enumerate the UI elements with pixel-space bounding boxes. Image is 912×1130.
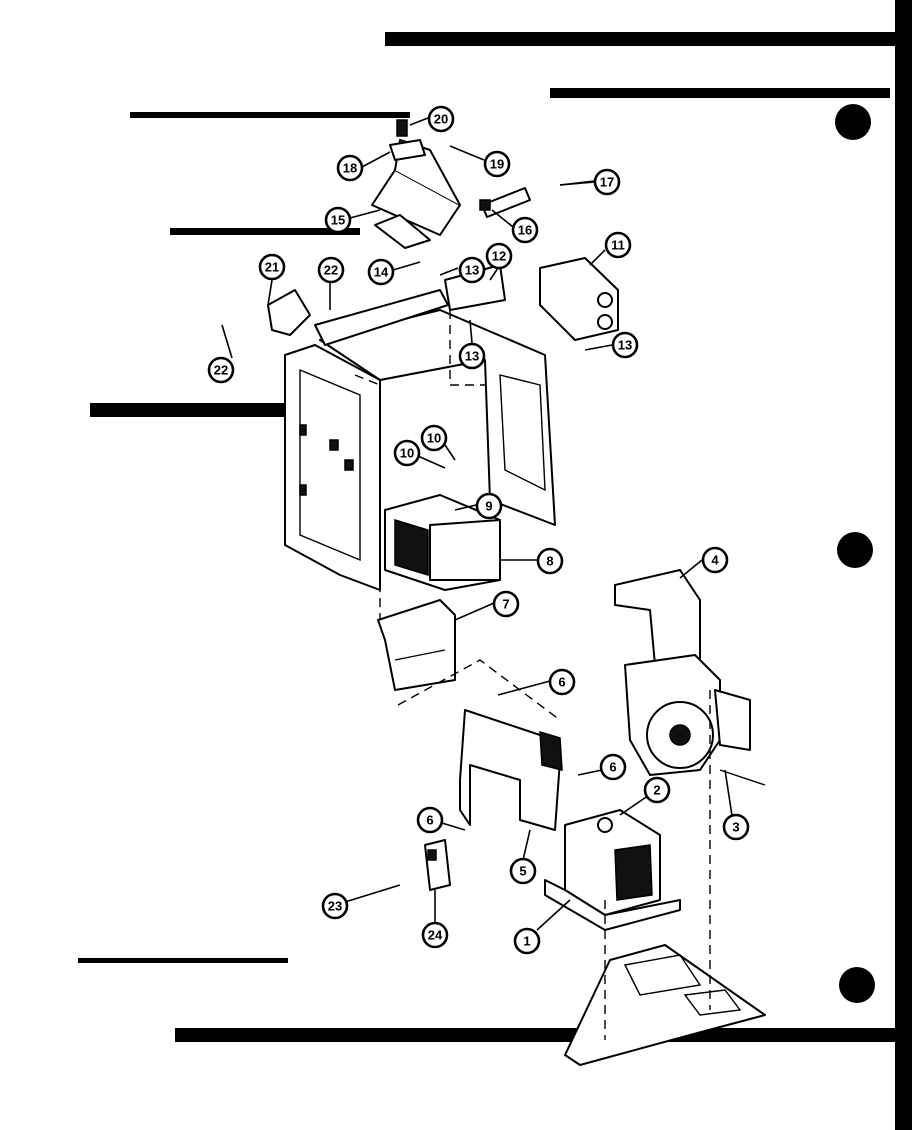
callout-6-low: 6: [416, 806, 444, 834]
svg-text:23: 23: [328, 899, 342, 914]
svg-text:6: 6: [609, 760, 616, 775]
transformer: [544, 809, 681, 931]
callout-1: 1: [513, 927, 541, 955]
callout-18: 18: [336, 154, 364, 182]
callout-24: 24: [421, 921, 449, 949]
callout-11: 11: [604, 231, 632, 259]
svg-text:12: 12: [492, 249, 506, 264]
fan-motor: [384, 494, 501, 591]
svg-text:24: 24: [428, 928, 443, 943]
svg-text:1: 1: [523, 934, 530, 949]
callout-2: 2: [643, 776, 671, 804]
leader-lines: [221, 117, 734, 931]
callout-15: 15: [324, 206, 352, 234]
callout-21: 21: [258, 253, 286, 281]
svg-text:3: 3: [732, 820, 739, 835]
svg-text:5: 5: [519, 864, 526, 879]
svg-text:6: 6: [558, 675, 565, 690]
callout-16: 16: [511, 216, 539, 244]
svg-text:2: 2: [653, 783, 660, 798]
switch-component: [424, 839, 451, 891]
svg-text:17: 17: [600, 175, 614, 190]
air-duct: [377, 599, 456, 691]
assembly-outline: [397, 659, 561, 721]
svg-text:22: 22: [324, 263, 338, 278]
callout-10-left: 10: [393, 439, 421, 467]
svg-text:14: 14: [374, 265, 389, 280]
callout-6-top: 6: [548, 668, 576, 696]
svg-text:18: 18: [343, 161, 357, 176]
svg-text:11: 11: [611, 238, 625, 253]
svg-text:4: 4: [711, 553, 719, 568]
callout-13-right: 13: [611, 331, 639, 359]
blower-assembly: [614, 569, 766, 786]
svg-text:15: 15: [331, 213, 345, 228]
callout-22-left: 22: [207, 356, 235, 384]
power-plug: [479, 181, 596, 218]
main-housing: [267, 264, 556, 620]
svg-text:13: 13: [465, 349, 479, 364]
callout-9: 9: [475, 492, 503, 520]
svg-text:16: 16: [518, 223, 532, 238]
callout-8: 8: [536, 547, 564, 575]
callout-23: 23: [321, 892, 349, 920]
callout-5: 5: [509, 857, 537, 885]
mounting-bracket: [459, 709, 563, 831]
callout-13-top: 13: [458, 256, 486, 284]
svg-text:19: 19: [490, 157, 504, 172]
callout-14: 14: [367, 258, 395, 286]
callout-4: 4: [701, 546, 729, 574]
svg-text:13: 13: [465, 263, 479, 278]
callout-22-top: 22: [317, 256, 345, 284]
callout-10-right: 10: [420, 424, 448, 452]
callout-19: 19: [483, 150, 511, 178]
capacitor: [539, 257, 619, 341]
callout-13-mid: 13: [458, 342, 486, 370]
callout-6-mid: 6: [599, 753, 627, 781]
svg-text:22: 22: [214, 363, 228, 378]
callout-7: 7: [492, 590, 520, 618]
svg-text:7: 7: [502, 597, 509, 612]
base-plate: [564, 690, 766, 1066]
scan-artifacts: [78, 0, 912, 1130]
svg-text:6: 6: [426, 813, 433, 828]
svg-text:20: 20: [434, 112, 448, 127]
svg-text:10: 10: [427, 431, 441, 446]
callout-17: 17: [593, 168, 621, 196]
callout-12: 12: [485, 242, 513, 270]
svg-text:8: 8: [546, 554, 553, 569]
top-bracket-assembly: [371, 119, 461, 249]
svg-text:21: 21: [265, 260, 279, 275]
svg-text:9: 9: [485, 499, 492, 514]
callout-3: 3: [722, 813, 750, 841]
svg-text:13: 13: [618, 338, 632, 353]
callout-20: 20: [427, 105, 455, 133]
svg-text:10: 10: [400, 446, 414, 461]
